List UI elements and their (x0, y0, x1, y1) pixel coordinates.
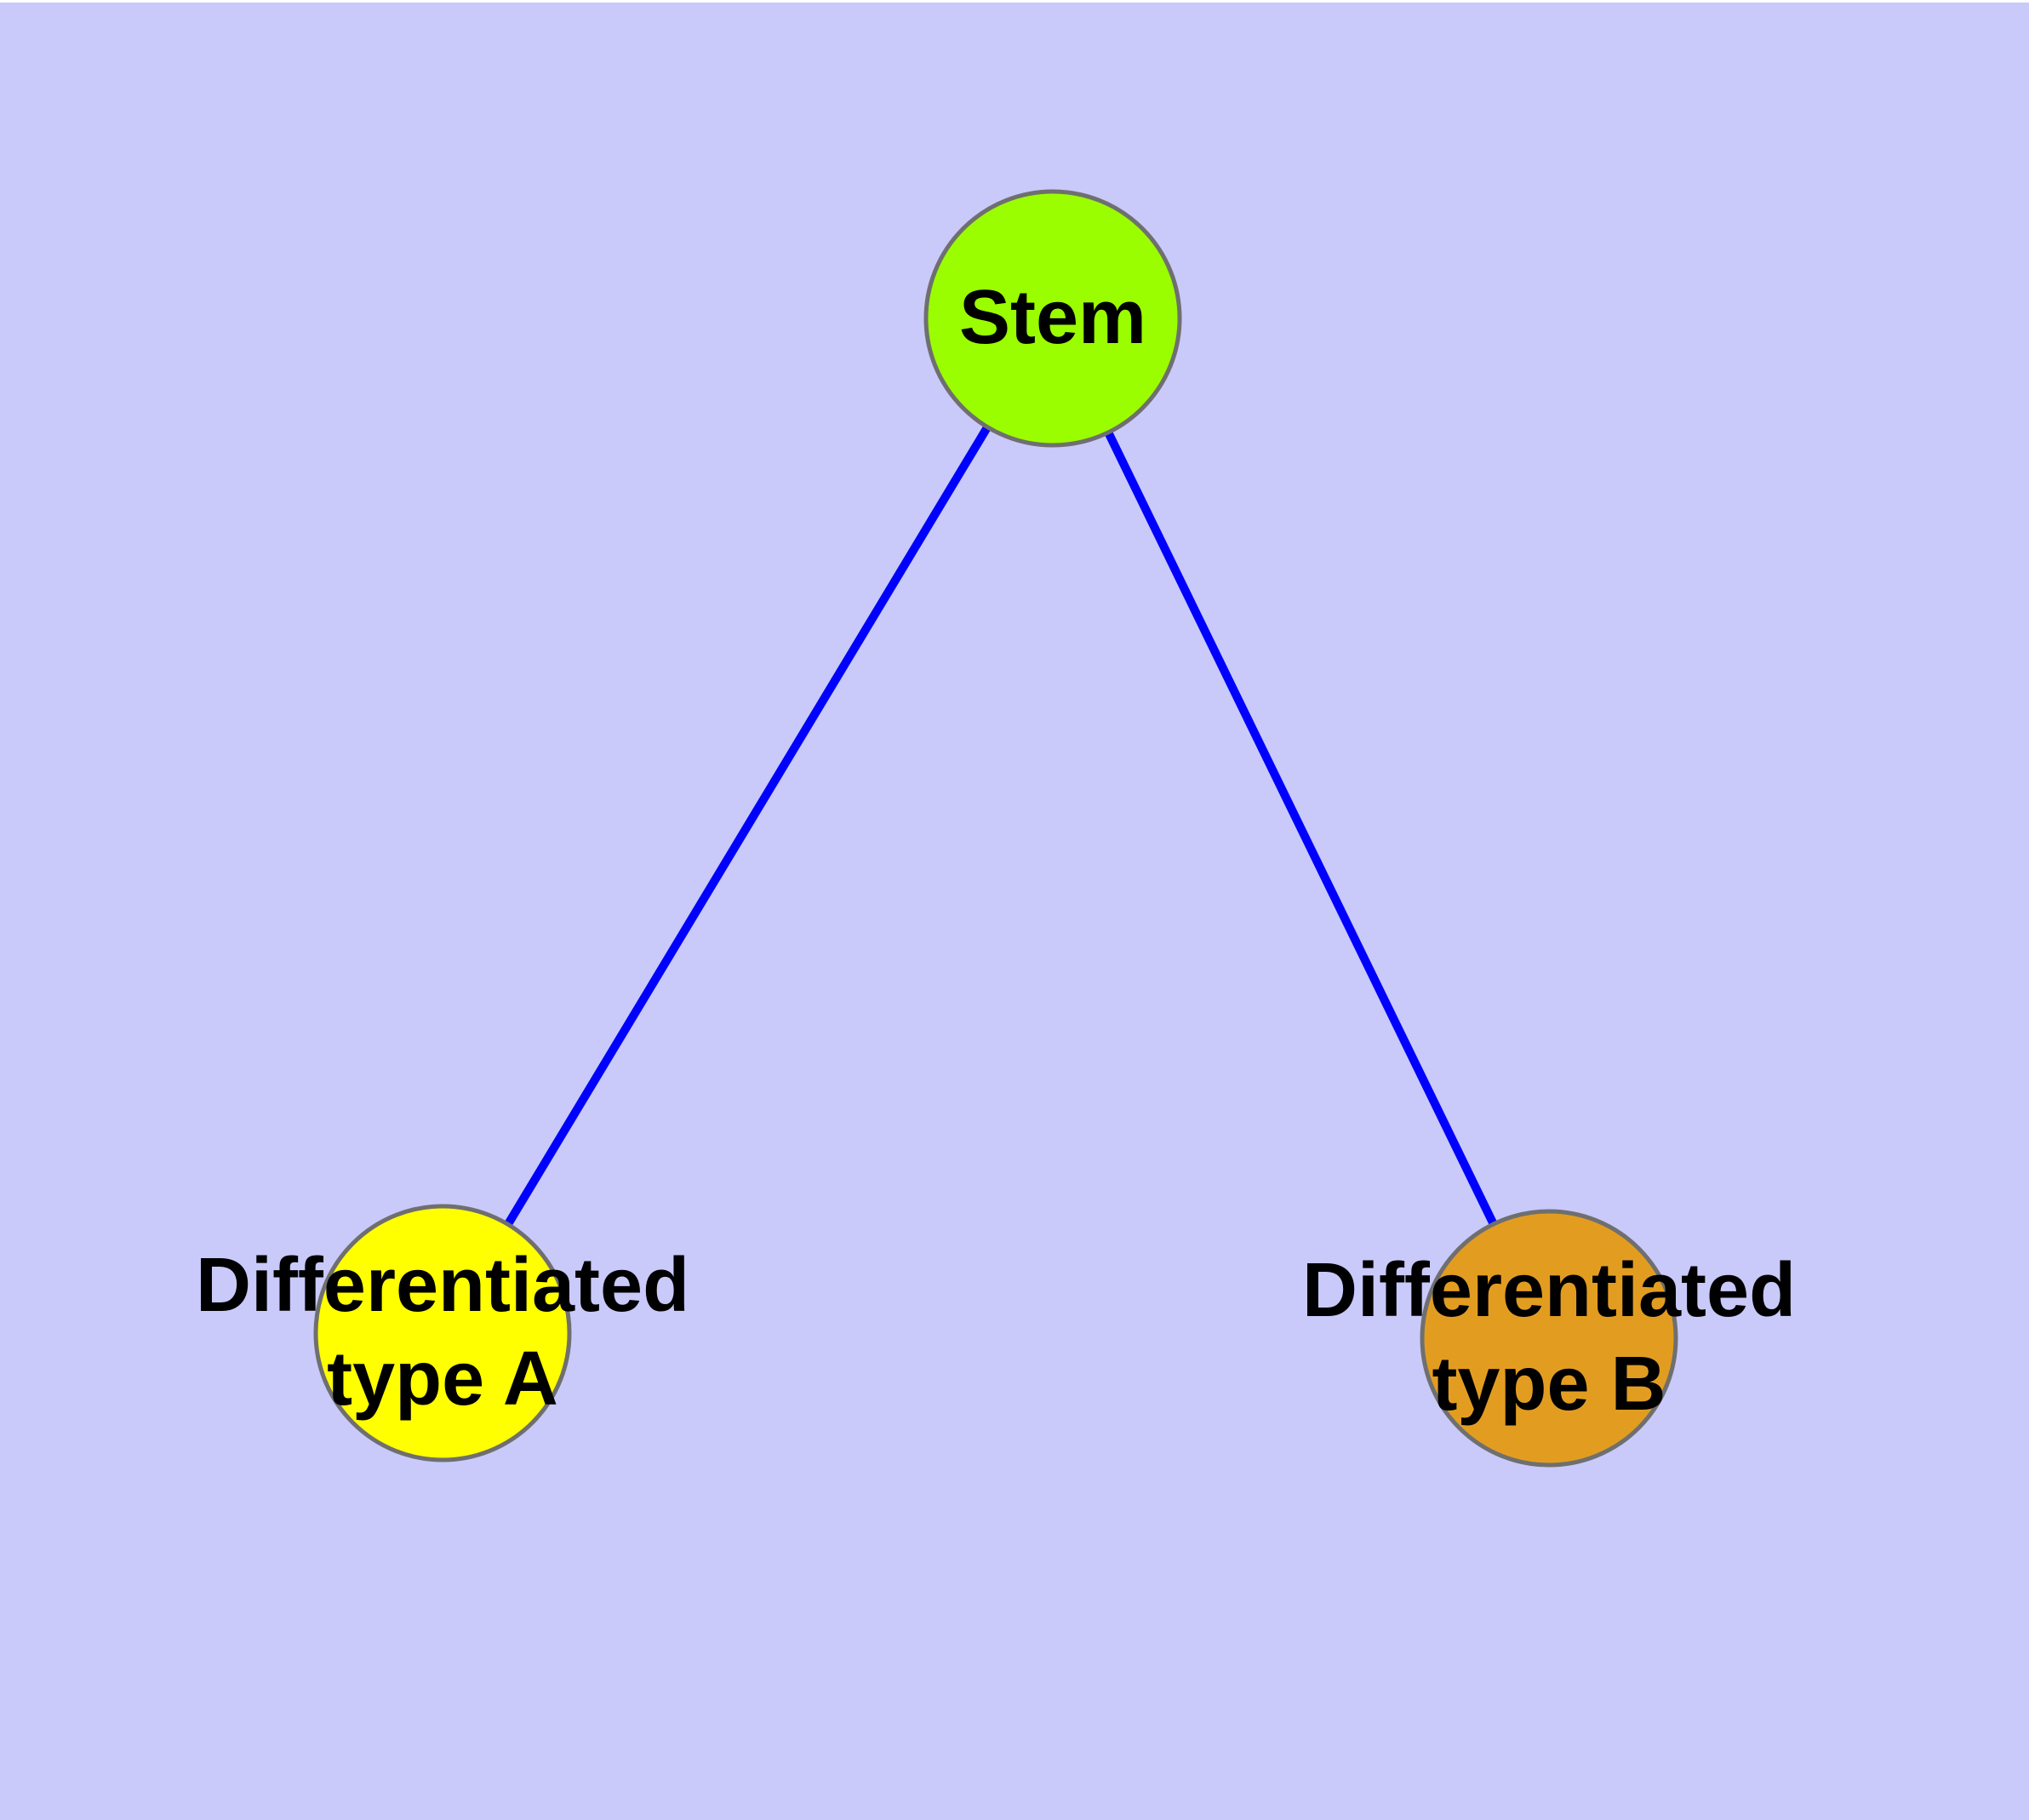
node-circle-type-a (313, 1204, 572, 1462)
top-margin-strip (0, 0, 2029, 3)
node-label-stem: Stem (959, 272, 1146, 365)
edge-stem-type-a (438, 316, 1057, 1336)
node-label-line: type B (1432, 1342, 1666, 1427)
edge-stem-type-b (1049, 316, 1553, 1341)
node-label-line: type A (327, 1336, 558, 1422)
node-label-line: Differentiated (1301, 1248, 1797, 1334)
node-label-line: Stem (958, 275, 1147, 361)
node-label-type-a: Differentiated type A (196, 1239, 689, 1427)
node-circle-stem (923, 189, 1182, 448)
node-label-type-b: Differentiated type B (1302, 1245, 1796, 1432)
node-label-line: Differentiated (195, 1243, 690, 1329)
node-circle-type-b (1420, 1209, 1678, 1468)
